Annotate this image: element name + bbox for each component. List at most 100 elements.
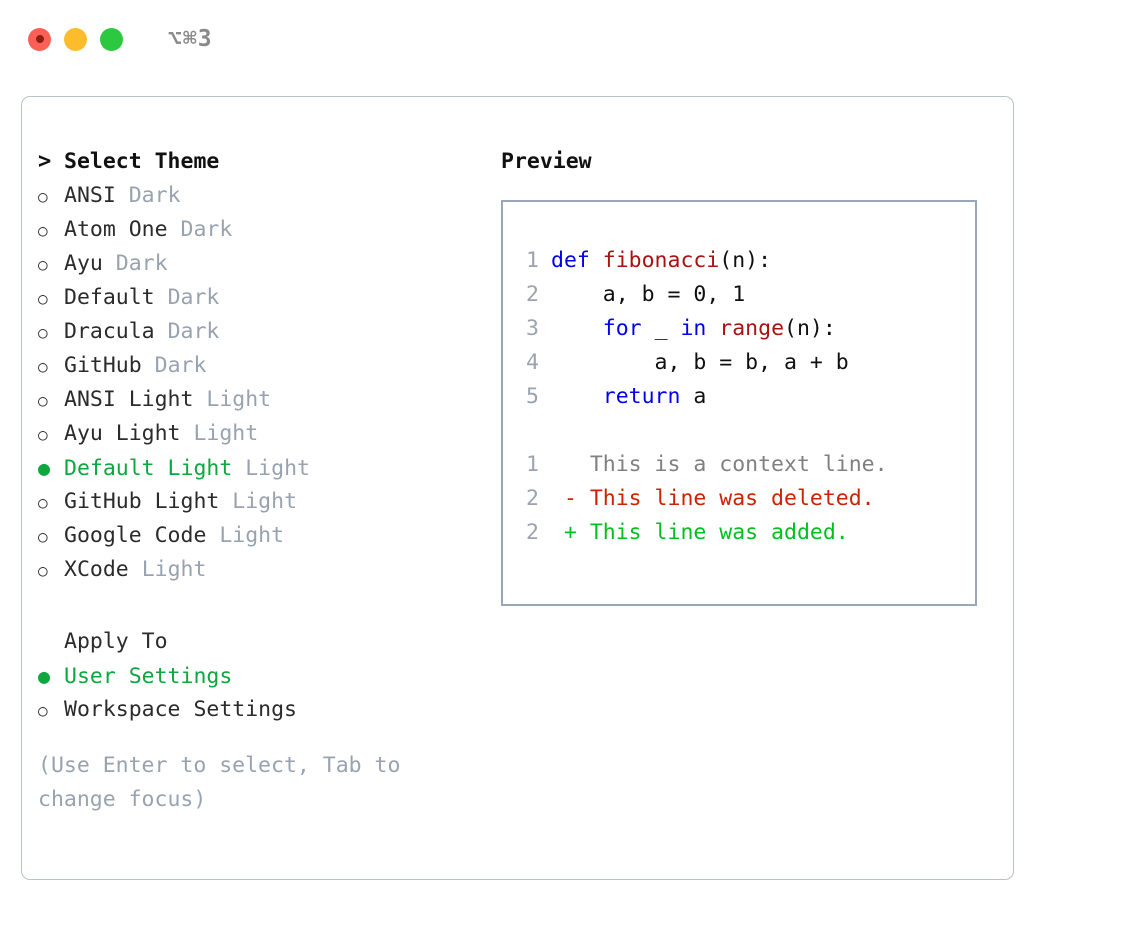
left-column: > Select Theme ○ANSI Dark○Atom One Dark○… <box>38 145 508 817</box>
theme-gap <box>206 519 219 553</box>
theme-category-tag: Light <box>232 489 298 514</box>
theme-category-tag: Light <box>141 557 207 582</box>
theme-list-item[interactable]: ○Default Dark <box>38 281 508 315</box>
radio-unselected-icon[interactable]: ○ <box>38 493 48 512</box>
apply-to-item[interactable]: ○ Workspace Settings <box>38 693 508 727</box>
theme-gap <box>193 383 206 417</box>
theme-category-tag: Light <box>193 421 259 446</box>
apply-to-label: Workspace Settings <box>64 697 297 722</box>
code-diff-gap <box>503 414 975 448</box>
radio-unselected-icon[interactable]: ○ <box>38 187 48 206</box>
radio-unselected-icon[interactable]: ○ <box>38 391 48 410</box>
radio-unselected-icon[interactable]: ○ <box>38 701 48 720</box>
code-line: 1 def fibonacci(n): <box>503 244 975 278</box>
theme-list-item[interactable]: ○ Ayu Dark <box>38 247 508 281</box>
theme-name: ANSI Light <box>64 387 194 412</box>
radio-unselected-icon[interactable]: ○ <box>38 221 48 240</box>
diff-line: 1 This is a context line. <box>503 448 975 482</box>
code-text: for _ in range(n): <box>551 312 836 346</box>
apply-to-heading-label: Apply To <box>64 629 168 654</box>
title-bar: ⌥⌘3 <box>0 0 1140 78</box>
radio-unselected-icon[interactable]: ○ <box>38 527 48 546</box>
radio-unselected-icon[interactable]: ○ <box>38 255 48 274</box>
keyboard-hint-text: (Use Enter to select, Tab to change focu… <box>38 753 401 812</box>
theme-list: ○ANSI Dark○Atom One Dark○Ayu Dark○Defaul… <box>38 179 508 587</box>
theme-list-item[interactable]: ○ GitHub Light Light <box>38 485 508 519</box>
theme-name: GitHub <box>64 353 142 378</box>
theme-category-tag: Dark <box>154 353 207 378</box>
hint-spacer <box>38 727 508 749</box>
code-line: 2 a, b = 0, 1 <box>503 278 975 312</box>
code-text: return a <box>551 380 707 414</box>
minimize-button[interactable] <box>64 27 87 51</box>
apply-to-item[interactable]: ●User Settings <box>38 659 508 693</box>
theme-list-item[interactable]: ○Google Code Light <box>38 519 508 553</box>
code-text: def fibonacci(n): <box>551 244 771 278</box>
theme-list-item[interactable]: ○Dracula Dark <box>38 315 508 349</box>
theme-list-item[interactable]: ○Ayu Light Light <box>38 417 508 451</box>
code-token: (n): <box>719 248 772 273</box>
caret-icon: > <box>38 149 52 174</box>
theme-name: Ayu <box>64 251 103 276</box>
theme-list-item[interactable]: ●Default Light Light <box>38 451 508 485</box>
line-number: 4 <box>526 350 539 375</box>
section-spacer <box>38 587 508 625</box>
radio-unselected-icon[interactable]: ○ <box>38 323 48 342</box>
code-text: a, b = 0, 1 <box>551 278 745 312</box>
keyboard-shortcut-label: ⌥⌘3 <box>168 25 213 52</box>
radio-selected-icon[interactable]: ● <box>38 664 51 688</box>
code-line: 5 return a <box>503 380 975 414</box>
radio-unselected-icon[interactable]: ○ <box>38 425 48 444</box>
diff-sample: 1 This is a context line.2 - This line w… <box>503 448 975 550</box>
code-token: - This line was deleted. <box>551 486 875 511</box>
theme-list-item[interactable]: ○ ANSI Dark <box>38 179 508 213</box>
code-token: in <box>680 316 720 341</box>
line-number: 5 <box>526 384 539 409</box>
preview-title: Preview <box>501 149 592 174</box>
theme-gap <box>142 349 155 383</box>
theme-gap <box>232 452 245 486</box>
theme-name: ANSI <box>64 183 116 208</box>
theme-category-tag: Dark <box>128 183 181 208</box>
code-token: _ <box>654 316 681 341</box>
radio-unselected-icon[interactable]: ○ <box>38 289 48 308</box>
line-number: 2 <box>526 520 539 545</box>
theme-category-tag: Dark <box>115 251 168 276</box>
theme-gap <box>116 179 129 213</box>
theme-name: Dracula <box>64 319 155 344</box>
theme-list-item[interactable]: ○ GitHub Dark <box>38 349 508 383</box>
line-number: 2 <box>526 282 539 307</box>
select-theme-heading-label: Select Theme <box>64 149 220 174</box>
select-theme-heading: > Select Theme <box>38 145 508 179</box>
theme-category-tag: Light <box>219 523 285 548</box>
theme-gap <box>129 553 142 587</box>
code-token: fibonacci <box>602 248 720 273</box>
line-number: 1 <box>526 248 539 273</box>
maximize-button[interactable] <box>100 27 123 51</box>
code-text: - This line was deleted. <box>551 482 875 516</box>
theme-list-item[interactable]: ○Atom One Dark <box>38 213 508 247</box>
theme-name: GitHub Light <box>64 489 220 514</box>
code-line: 4 a, b = b, a + b <box>503 346 975 380</box>
theme-picker-window: > Select Theme ○ANSI Dark○Atom One Dark○… <box>21 96 1014 880</box>
radio-unselected-icon[interactable]: ○ <box>38 561 48 580</box>
code-text: a, b = b, a + b <box>551 346 849 380</box>
theme-list-item[interactable]: ○ANSI Light Light <box>38 383 508 417</box>
code-text: This is a context line. <box>551 448 888 482</box>
code-token: (n): <box>784 316 836 341</box>
theme-gap <box>168 213 181 247</box>
radio-unselected-icon[interactable]: ○ <box>38 357 48 376</box>
apply-to-list: ●User Settings ○ Workspace Settings <box>38 659 508 727</box>
code-token: return <box>602 384 694 409</box>
theme-gap <box>219 485 232 519</box>
radio-selected-icon[interactable]: ● <box>38 456 51 480</box>
code-token: range <box>719 316 785 341</box>
line-number: 1 <box>526 452 539 477</box>
close-button[interactable] <box>28 27 51 51</box>
diff-line: 2 - This line was deleted. <box>503 482 975 516</box>
code-line: 3 for _ in range(n): <box>503 312 975 346</box>
theme-list-item[interactable]: ○XCode Light <box>38 553 508 587</box>
code-token: a, b = 0, 1 <box>551 282 746 307</box>
